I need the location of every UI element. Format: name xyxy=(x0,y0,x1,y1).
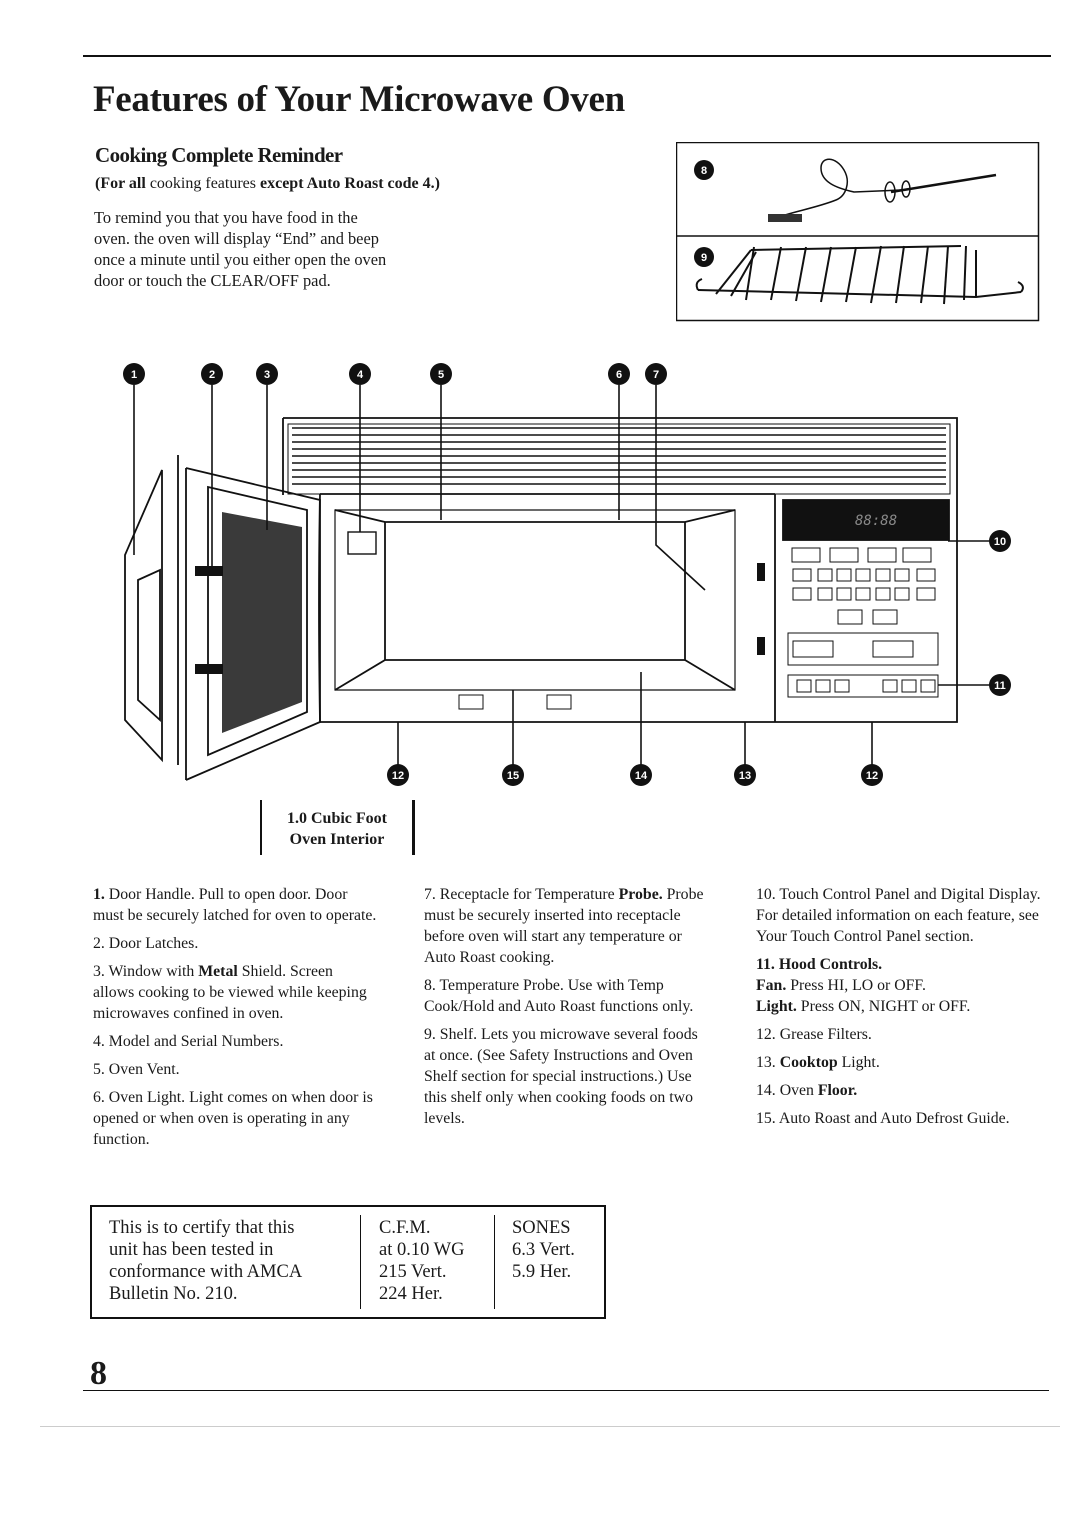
certification-statement: This is to certify that this unit has be… xyxy=(109,1217,354,1305)
feature-1-text: Door Handle. Pull to open door. Door mus… xyxy=(93,886,377,924)
digital-display: 88:88 xyxy=(855,513,897,529)
feature-3: 3. Window with Metal Shield. Screen allo… xyxy=(93,961,378,1024)
cert-text: This is to certify that this xyxy=(109,1218,295,1238)
page-number: 8 xyxy=(90,1355,107,1392)
intro-line: To remind you that you have food in the xyxy=(94,208,358,227)
capacity-line1: 1.0 Cubic Foot xyxy=(287,810,387,827)
feature-5: 5. Oven Vent. xyxy=(93,1061,180,1078)
callout-2: 2 xyxy=(209,369,215,381)
cert-divider xyxy=(494,1215,495,1309)
page-title: Features of Your Microwave Oven xyxy=(93,79,625,120)
door-window-screen xyxy=(222,512,302,733)
callout-3: 3 xyxy=(264,369,270,381)
callout-13: 13 xyxy=(739,770,751,782)
feature-3-a: 3. Window with xyxy=(93,963,199,980)
feature-14-a: 14. Oven xyxy=(756,1082,818,1099)
cfm-value: 224 Her. xyxy=(379,1284,443,1304)
feature-11-light-label: Light. xyxy=(756,998,797,1015)
feature-4: 4. Model and Serial Numbers. xyxy=(93,1033,284,1050)
applicability-note: (For all cooking features except Auto Ro… xyxy=(95,175,440,193)
feature-14: 14. Oven Floor. xyxy=(756,1080,1041,1101)
callout-9: 9 xyxy=(701,252,707,264)
note-tail: except Auto Roast code 4.) xyxy=(260,175,440,192)
feature-13-b: Cooktop xyxy=(779,1054,838,1071)
callout-11: 11 xyxy=(994,680,1006,692)
top-rule xyxy=(83,55,1051,57)
sones-header: SONES xyxy=(512,1218,571,1238)
feature-12: 12. Grease Filters. xyxy=(756,1026,872,1043)
note-middle: cooking features xyxy=(145,175,260,192)
sones-value: 5.9 Her. xyxy=(512,1262,572,1282)
features-column-1: 1. Door Handle. Pull to open door. Door … xyxy=(93,884,378,1157)
intro-line: oven. the oven will display “End” and be… xyxy=(94,229,379,248)
feature-11-light: Press ON, NIGHT or OFF. xyxy=(796,998,971,1015)
feature-10: 10. Touch Control Panel and Digital Disp… xyxy=(756,886,1041,945)
feature-13-a: 13. xyxy=(756,1054,780,1071)
features-column-2: 7. Receptacle for Temperature Probe. Pro… xyxy=(424,884,709,1136)
page-edge-rule xyxy=(40,1426,1060,1427)
feature-1: 1. Door Handle. Pull to open door. Door … xyxy=(93,884,378,926)
callout-5: 5 xyxy=(438,369,444,381)
callout-14: 14 xyxy=(635,770,648,782)
cert-text: Bulletin No. 210. xyxy=(109,1284,238,1304)
features-column-3: 10. Touch Control Panel and Digital Disp… xyxy=(756,884,1041,1136)
intro-line: door or touch the CLEAR/OFF pad. xyxy=(94,271,331,290)
reminder-paragraph: To remind you that you have food in the … xyxy=(94,207,474,291)
sones-column: SONES 6.3 Vert. 5.9 Her. xyxy=(512,1217,602,1283)
cert-text: unit has been tested in xyxy=(109,1240,274,1260)
bottom-rule xyxy=(83,1390,1049,1391)
cfm-column: C.F.M. at 0.10 WG 215 Vert. 224 Her. xyxy=(379,1217,494,1305)
intro-line: once a minute until you either open the … xyxy=(94,250,387,269)
feature-7-b: Probe. xyxy=(618,886,663,903)
feature-15: 15. Auto Roast and Auto Defrost Guide. xyxy=(756,1110,1010,1127)
feature-9: 9. Shelf. Lets you microwave several foo… xyxy=(424,1026,698,1127)
callout-10: 10 xyxy=(994,536,1006,548)
callout-15: 15 xyxy=(507,770,519,782)
feature-8: 8. Temperature Probe. Use with Temp Cook… xyxy=(424,977,694,1015)
amca-certification-box: This is to certify that this unit has be… xyxy=(90,1205,606,1319)
feature-3-b: Metal xyxy=(198,963,238,980)
capacity-label: 1.0 Cubic Foot Oven Interior xyxy=(260,800,415,855)
feature-11-fan: Press HI, LO or OFF. xyxy=(786,977,926,994)
sones-value: 6.3 Vert. xyxy=(512,1240,575,1260)
feature-1-num: 1. xyxy=(93,886,105,903)
callout-12: 12 xyxy=(392,770,404,782)
feature-3-c: Shield. Screen allows cooking to be view… xyxy=(93,963,367,1022)
cfm-value: 215 Vert. xyxy=(379,1262,447,1282)
feature-7-c: Probe must be securely inserted into rec… xyxy=(424,886,704,966)
cfm-header: C.F.M. xyxy=(379,1218,431,1238)
callout-1: 1 xyxy=(131,369,137,381)
note-lead: (For all xyxy=(95,175,146,192)
accessories-illustration: 8 9 xyxy=(676,142,1040,322)
section-heading: Cooking Complete Reminder xyxy=(95,143,343,167)
feature-6: 6. Oven Light. Light comes on when door … xyxy=(93,1089,373,1148)
feature-7: 7. Receptacle for Temperature Probe. Pro… xyxy=(424,884,709,968)
callout-8: 8 xyxy=(701,165,707,177)
feature-2: 2. Door Latches. xyxy=(93,935,199,952)
temperature-probe-icon xyxy=(768,158,997,222)
feature-14-b: Floor. xyxy=(817,1082,858,1099)
callout-7: 7 xyxy=(653,369,659,381)
cfm-value: at 0.10 WG xyxy=(379,1240,465,1260)
callout-6: 6 xyxy=(616,369,622,381)
cert-text: conformance with AMCA xyxy=(109,1262,303,1282)
feature-13: 13. Cooktop Light. xyxy=(756,1052,1041,1073)
capacity-line2: Oven Interior xyxy=(289,831,385,848)
oven-shelf-icon xyxy=(695,245,1024,305)
feature-7-a: 7. Receptacle for Temperature xyxy=(424,886,619,903)
feature-13-c: Light. xyxy=(837,1054,880,1071)
callout-4: 4 xyxy=(357,369,364,381)
callout-12b: 12 xyxy=(866,770,878,782)
feature-11-heading: 11. Hood Controls. xyxy=(756,956,883,973)
microwave-illustration: 88:88 xyxy=(123,363,1011,786)
feature-11: 11. Hood Controls. Fan. Press HI, LO or … xyxy=(756,954,1041,1017)
cert-divider xyxy=(360,1215,361,1309)
feature-11-fan-label: Fan. xyxy=(756,977,787,994)
